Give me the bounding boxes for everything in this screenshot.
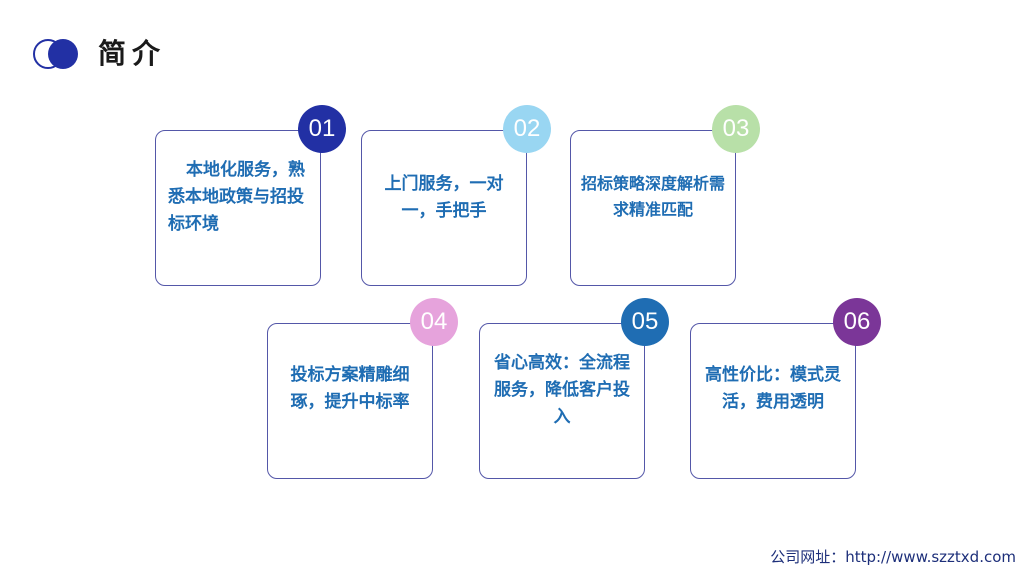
feature-card-02: 上门服务，一对一，手把手 bbox=[361, 130, 527, 286]
feature-card-01: 本地化服务，熟悉本地政策与招投标环境 bbox=[155, 130, 321, 286]
feature-badge-05: 05 bbox=[621, 298, 669, 346]
feature-badge-06: 06 bbox=[833, 298, 881, 346]
feature-card-text: 省心高效：全流程服务，降低客户投入 bbox=[494, 353, 630, 427]
feature-card-text: 投标方案精雕细琢，提升中标率 bbox=[290, 365, 410, 412]
company-website-text: 公司网址：http://www.szztxd.com bbox=[770, 548, 1016, 566]
feature-card-text: 高性价比：模式灵活，费用透明 bbox=[705, 365, 841, 412]
logo-circles-icon bbox=[33, 39, 78, 69]
feature-card-05: 省心高效：全流程服务，降低客户投入 bbox=[479, 323, 645, 479]
feature-card-text: 本地化服务，熟悉本地政策与招投标环境 bbox=[168, 160, 305, 234]
feature-badge-01: 01 bbox=[298, 105, 346, 153]
page-title: 简介 bbox=[98, 37, 167, 70]
feature-badge-03: 03 bbox=[712, 105, 760, 153]
feature-card-text: 招标策略深度解析需求精准匹配 bbox=[581, 174, 726, 219]
feature-badge-04: 04 bbox=[410, 298, 458, 346]
feature-card-text: 上门服务，一对一，手把手 bbox=[384, 174, 504, 221]
feature-card-06: 高性价比：模式灵活，费用透明 bbox=[690, 323, 856, 479]
feature-card-03: 招标策略深度解析需求精准匹配 bbox=[570, 130, 736, 286]
feature-badge-02: 02 bbox=[503, 105, 551, 153]
feature-card-04: 投标方案精雕细琢，提升中标率 bbox=[267, 323, 433, 479]
